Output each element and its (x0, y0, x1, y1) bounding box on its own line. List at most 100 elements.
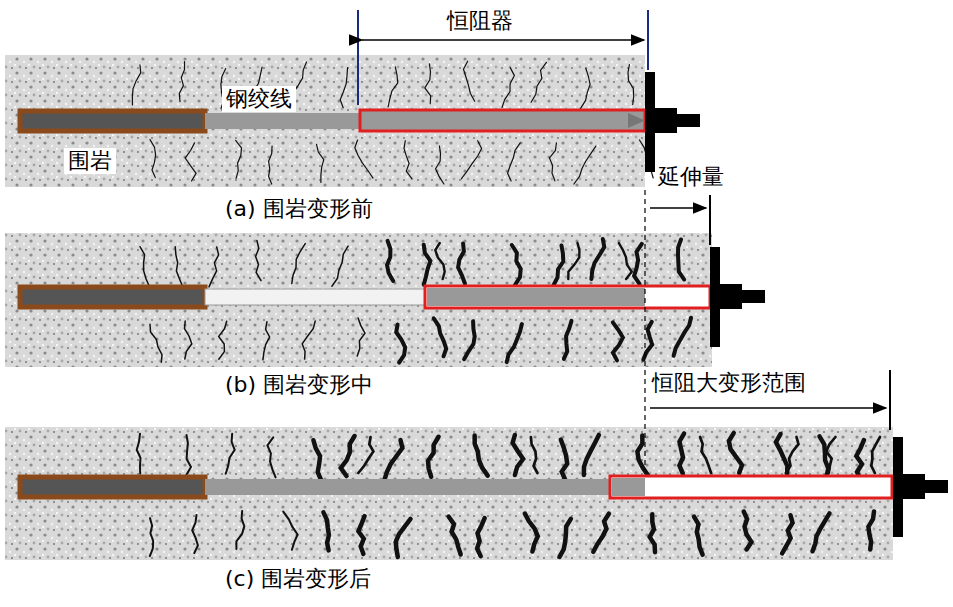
rock-crack (550, 143, 557, 181)
rock-crack (561, 440, 567, 480)
rock-crack (826, 437, 835, 473)
rock-crack (302, 321, 315, 359)
rock-crack (513, 435, 524, 475)
rock-crack (313, 440, 321, 480)
rock-crack (236, 140, 242, 178)
label: 围岩 (64, 148, 116, 174)
label: (b) 围岩变形中 (225, 372, 373, 398)
rock-crack (396, 325, 405, 363)
rock-crack (358, 437, 373, 473)
rock-crack (404, 141, 412, 179)
rock-crack (185, 321, 192, 359)
rock-crack (868, 512, 874, 550)
rock-crack (175, 247, 183, 287)
rock-crack (700, 437, 711, 473)
rock-crack (292, 244, 305, 284)
rock-crack (678, 239, 684, 279)
rock-crack (186, 435, 191, 475)
rock-crack (729, 433, 742, 473)
rock-crack (461, 141, 481, 179)
rock-crack (449, 517, 461, 555)
rock-crack (384, 440, 402, 480)
rock-crack (185, 143, 196, 181)
rock-crack (568, 243, 579, 279)
rock-crack (628, 65, 634, 105)
rock-crack (219, 321, 227, 359)
rock-crack (436, 146, 444, 184)
rock-crack (856, 440, 864, 480)
rock-crack (531, 62, 546, 102)
rock-crack (179, 62, 184, 102)
rock-crack (613, 322, 623, 360)
label: (c) 围岩变形后 (225, 566, 371, 592)
rock-crack (560, 519, 571, 557)
label: 延伸量 (658, 164, 724, 190)
rock-crack (236, 511, 244, 549)
rock-crack (209, 247, 219, 287)
label: 钢绞线 (222, 86, 296, 112)
rock-crack (512, 245, 521, 285)
rock-crack (564, 321, 572, 359)
rock-crack (317, 144, 324, 182)
rock-crack (464, 61, 475, 101)
rock-crack (388, 67, 398, 107)
rock-crack (387, 241, 393, 281)
label: 恒阻大变形范围 (652, 370, 806, 396)
label: 恒阻器 (447, 8, 513, 34)
rock-crack (269, 146, 272, 184)
rock-crack (871, 437, 880, 473)
rock-crack (819, 436, 828, 476)
rock-crack (283, 512, 297, 550)
rock-crack (593, 514, 609, 552)
rock-crack (267, 437, 275, 477)
rock-crack (358, 516, 364, 554)
rock-crack (507, 324, 522, 362)
rock-crack (694, 517, 703, 555)
rock-crack (634, 244, 642, 284)
rock-crack (591, 239, 604, 279)
rock-crack (341, 436, 355, 476)
rock-crack (256, 240, 261, 280)
rock-crack (192, 515, 198, 553)
rock-crack (263, 322, 270, 360)
rock-crack (619, 243, 632, 279)
rock-crack (150, 324, 162, 362)
rock-crack (140, 247, 150, 287)
rock-crack (396, 519, 411, 557)
rock-crack (464, 321, 475, 359)
rock-crack (340, 68, 347, 108)
rock-crack (226, 434, 235, 474)
rock-crack (574, 146, 596, 184)
rock-crack (782, 515, 793, 553)
rock-crack (531, 437, 538, 473)
rock-crack (355, 140, 373, 178)
rock-crack (357, 318, 365, 356)
rock-crack (150, 140, 156, 178)
rock-crack (679, 434, 684, 474)
rock-crack (553, 246, 563, 286)
rock-crack (813, 513, 830, 551)
rock-crack (132, 65, 140, 105)
rock-crack (477, 518, 485, 556)
rock-crack (458, 243, 465, 283)
rock-crack (137, 434, 141, 474)
rock-crack (424, 245, 431, 285)
rock-crack (786, 437, 799, 473)
rock-crack (674, 318, 691, 356)
rock-crack (581, 68, 591, 108)
rock-crack (425, 64, 431, 104)
rock-crack (650, 514, 655, 552)
rock-crack (150, 518, 153, 556)
rock-crack (744, 511, 752, 549)
rock-crack (508, 143, 521, 181)
rock-crack (332, 246, 348, 286)
rock-crack (776, 434, 788, 474)
rock-crack (434, 318, 446, 356)
rock-crack (584, 435, 599, 475)
label: (a) 围岩变形前 (225, 196, 373, 222)
rock-crack (637, 436, 648, 476)
rock-crack (435, 243, 444, 279)
rock-crack (525, 514, 538, 552)
